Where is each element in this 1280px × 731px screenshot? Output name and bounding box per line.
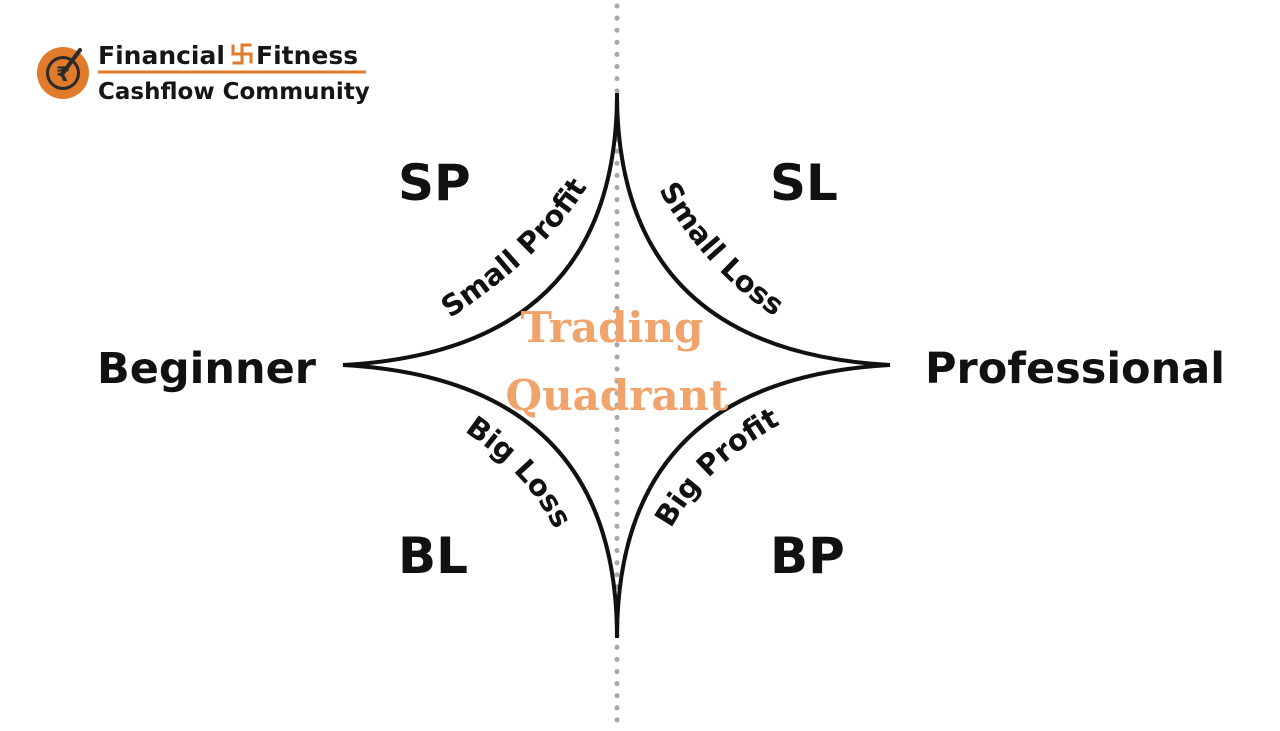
side-label-left: Beginner [97, 344, 317, 394]
logo-title-financial: Financial [98, 41, 225, 70]
arc-label-bottom-right: Big Profit [648, 401, 784, 533]
corner-label-bottom-right: BP [770, 527, 845, 585]
logo-currency-symbol: ₹ [56, 62, 70, 86]
arc-label-bottom-left-text: Big Loss [460, 409, 579, 533]
logo-title-fitness: Fitness [256, 41, 358, 70]
quadrant-star-outline [342, 92, 891, 639]
rupee-gauge-icon: ₹ [37, 47, 89, 99]
swastika-icon [231, 43, 253, 65]
center-title-line2: Quadrant [506, 371, 730, 420]
corner-label-top-right: SL [770, 154, 838, 212]
corner-label-bottom-left: BL [398, 527, 468, 585]
arc-label-bottom-right-text: Big Profit [648, 401, 784, 533]
logo-subtitle: Cashflow Community [98, 79, 370, 105]
arc-label-bottom-left: Big Loss [460, 409, 579, 533]
side-label-right: Professional [925, 344, 1225, 394]
logo: ₹ Financial Fitness Cashflow Community [37, 41, 370, 105]
center-title-line1: Trading [521, 303, 704, 352]
corner-label-top-left: SP [398, 154, 471, 212]
